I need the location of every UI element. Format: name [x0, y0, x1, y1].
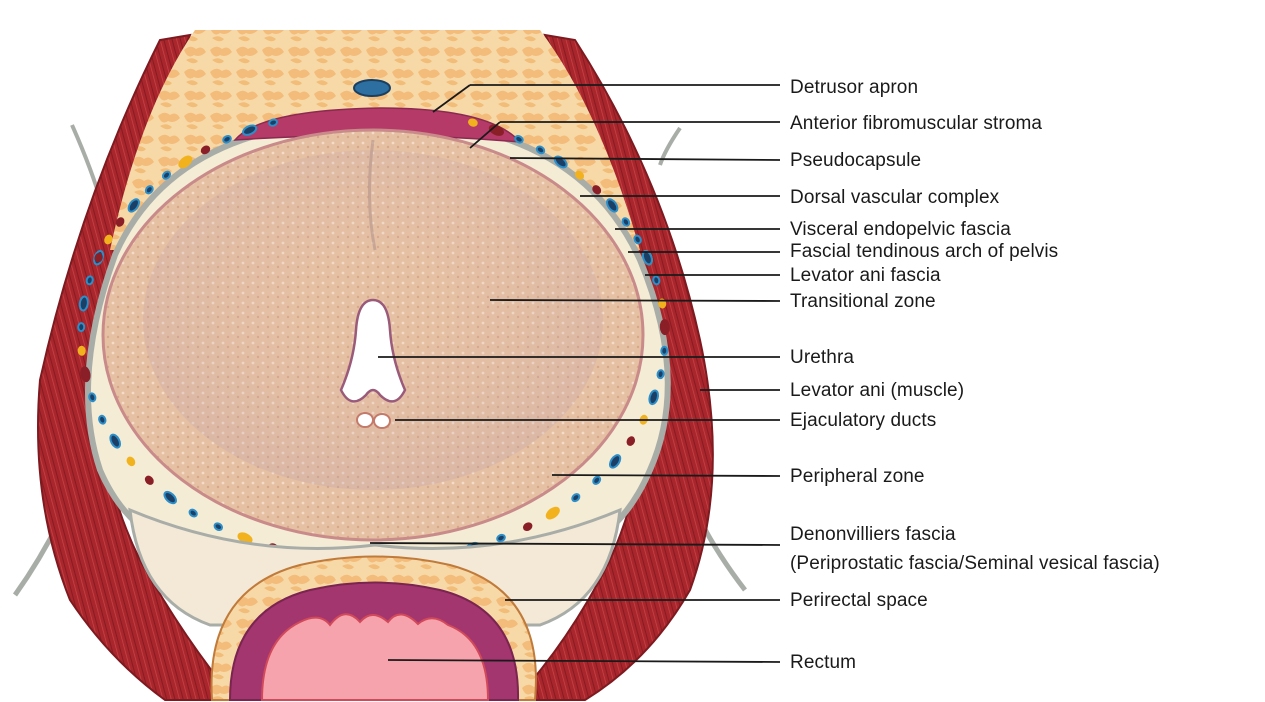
dorsal-vein	[354, 80, 390, 96]
label-rectum: Rectum	[790, 652, 856, 674]
label-transitional-zone: Transitional zone	[790, 291, 936, 313]
label-denonvilliers-fascia: Denonvilliers fascia	[790, 524, 956, 546]
label-dorsal-vascular-complex: Dorsal vascular complex	[790, 187, 999, 209]
label-denonvilliers-fascia-alt: (Periprostatic fascia/Seminal vesical fa…	[790, 553, 1160, 575]
vessel	[78, 347, 85, 355]
rectum-lumen	[262, 614, 488, 700]
label-fascial-tendinous-arch: Fascial tendinous arch of pelvis	[790, 241, 1058, 263]
label-levator-ani-fascia: Levator ani fascia	[790, 265, 941, 287]
label-urethra: Urethra	[790, 347, 854, 369]
vessel	[661, 320, 669, 334]
vessel	[652, 276, 660, 285]
label-levator-ani-muscle: Levator ani (muscle)	[790, 380, 964, 402]
vessel	[661, 347, 668, 355]
label-anterior-fibromuscular-stroma: Anterior fibromuscular stroma	[790, 113, 1042, 135]
vessel	[657, 370, 664, 379]
vessel	[78, 323, 84, 331]
label-peripheral-zone: Peripheral zone	[790, 466, 925, 488]
label-detrusor-apron: Detrusor apron	[790, 77, 918, 99]
label-ejaculatory-ducts: Ejaculatory ducts	[790, 410, 936, 432]
label-visceral-endopelvic-fascia: Visceral endopelvic fascia	[790, 219, 1011, 241]
label-perirectal-space: Perirectal space	[790, 590, 928, 612]
vessel	[86, 276, 94, 285]
label-pseudocapsule: Pseudocapsule	[790, 150, 921, 172]
